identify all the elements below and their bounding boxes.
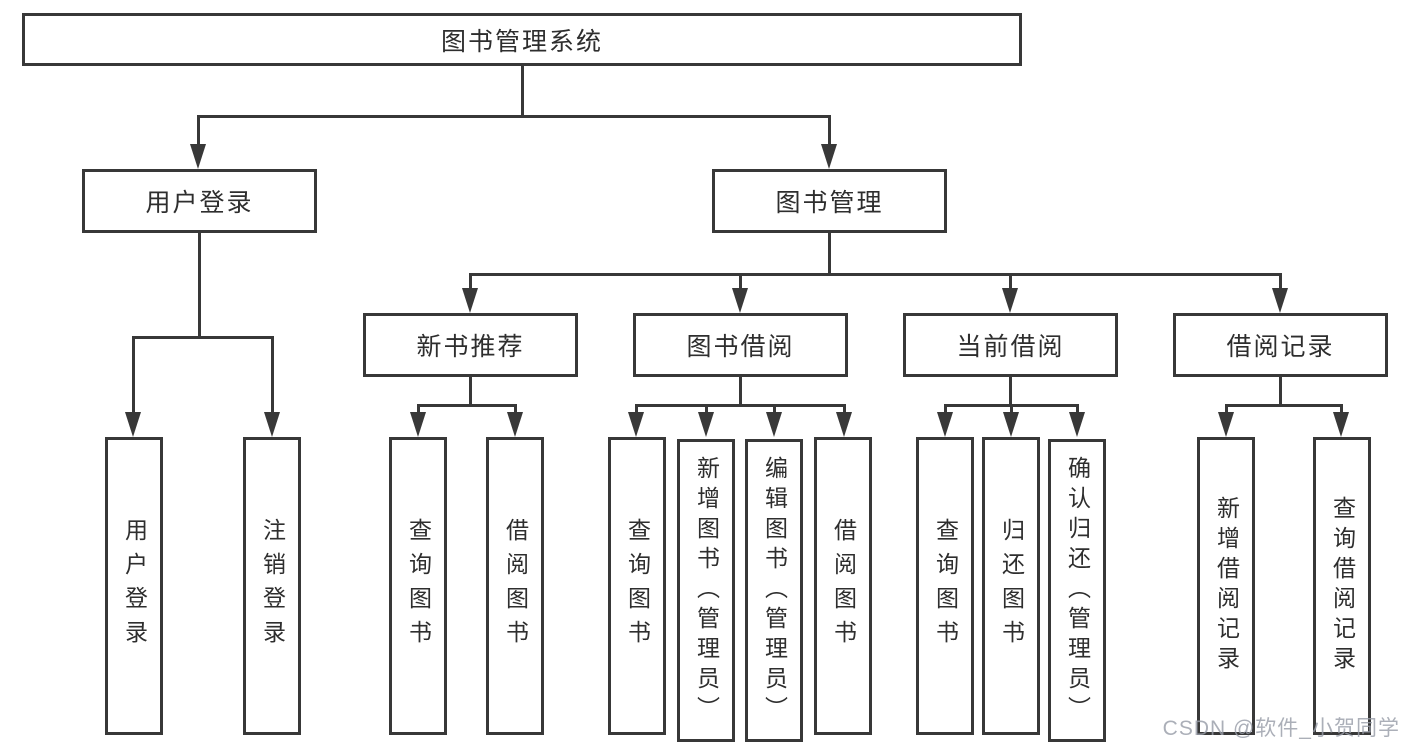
leaf-borrow-borrow-book: 借阅图书 xyxy=(814,437,872,735)
connector-line xyxy=(271,336,274,414)
leaf-borrow-add-book-admin-label: 新增图书（管理员） xyxy=(693,455,720,726)
node-book-mgmt: 图书管理 xyxy=(712,169,947,233)
arrow-down-icon xyxy=(1002,288,1018,313)
leaf-borrow-borrow-book-label: 借阅图书 xyxy=(830,518,857,654)
connector-line xyxy=(828,230,831,275)
leaf-record-add-record: 新增借阅记录 xyxy=(1197,437,1255,735)
leaf-logout: 注销登录 xyxy=(243,437,301,735)
arrow-down-icon xyxy=(698,412,714,437)
arrow-down-icon xyxy=(264,412,280,437)
connector-line xyxy=(132,336,274,339)
connector-line xyxy=(469,273,472,291)
node-root-label: 图书管理系统 xyxy=(440,27,603,56)
connector-line xyxy=(198,230,201,339)
leaf-borrow-query-book: 查询图书 xyxy=(608,437,666,735)
connector-line xyxy=(739,374,742,407)
arrow-down-icon xyxy=(462,288,478,313)
arrow-down-icon xyxy=(937,412,953,437)
leaf-newbook-borrow-book-label: 借阅图书 xyxy=(502,518,529,654)
connector-line xyxy=(1340,404,1343,415)
arrow-down-icon xyxy=(732,288,748,313)
node-borrow-record: 借阅记录 xyxy=(1173,313,1388,377)
connector-line xyxy=(1076,404,1079,415)
leaf-newbook-borrow-book: 借阅图书 xyxy=(486,437,544,735)
connector-line xyxy=(1009,273,1012,291)
connector-line xyxy=(1279,273,1282,291)
connector-line xyxy=(514,404,517,415)
connector-line xyxy=(521,64,524,117)
arrow-down-icon xyxy=(1069,412,1085,437)
connector-line xyxy=(1279,374,1282,407)
connector-line xyxy=(417,404,420,415)
node-book-borrow: 图书借阅 xyxy=(633,313,848,377)
connector-line xyxy=(1225,404,1343,407)
connector-line xyxy=(469,374,472,407)
connector-line xyxy=(197,115,200,147)
leaf-user-login: 用户登录 xyxy=(105,437,163,735)
arrow-down-icon xyxy=(628,412,644,437)
leaf-record-add-record-label: 新增借阅记录 xyxy=(1213,496,1240,676)
arrow-down-icon xyxy=(507,412,523,437)
connector-line xyxy=(1009,374,1012,407)
arrow-down-icon xyxy=(1218,412,1234,437)
node-root: 图书管理系统 xyxy=(22,13,1022,66)
connector-line xyxy=(944,404,947,415)
node-user-login-label: 用户登录 xyxy=(145,189,254,217)
arrow-down-icon xyxy=(190,144,206,169)
node-user-login: 用户登录 xyxy=(82,169,317,233)
connector-line xyxy=(469,273,1282,276)
arrow-down-icon xyxy=(1003,412,1019,437)
arrow-down-icon xyxy=(1333,412,1349,437)
connector-line xyxy=(739,273,742,291)
leaf-current-return-book-label: 归还图书 xyxy=(998,518,1025,654)
node-current-borrow: 当前借阅 xyxy=(903,313,1118,377)
csdn-watermark: CSDN @软件_小贺同学 xyxy=(1162,717,1400,740)
connector-line xyxy=(635,404,846,407)
connector-line xyxy=(1010,404,1013,415)
connector-line xyxy=(197,115,831,118)
node-book-mgmt-label: 图书管理 xyxy=(775,189,884,217)
leaf-record-query-record: 查询借阅记录 xyxy=(1313,437,1371,735)
leaf-current-query-book-label: 查询图书 xyxy=(932,518,959,654)
leaf-borrow-edit-book-admin-label: 编辑图书（管理员） xyxy=(761,455,788,726)
leaf-newbook-query-book: 查询图书 xyxy=(389,437,447,735)
leaf-current-query-book: 查询图书 xyxy=(916,437,974,735)
leaf-borrow-query-book-label: 查询图书 xyxy=(624,518,651,654)
arrow-down-icon xyxy=(1272,288,1288,313)
leaf-current-confirm-return-admin-label: 确认归还（管理员） xyxy=(1064,455,1091,726)
leaf-borrow-add-book-admin: 新增图书（管理员） xyxy=(677,439,735,742)
connector-line xyxy=(635,404,638,415)
connector-line xyxy=(417,404,517,407)
connector-line xyxy=(132,336,135,414)
arrow-down-icon xyxy=(766,412,782,437)
connector-line xyxy=(828,115,831,147)
node-current-borrow-label: 当前借阅 xyxy=(956,333,1065,361)
leaf-newbook-query-book-label: 查询图书 xyxy=(405,518,432,654)
leaf-user-login-label: 用户登录 xyxy=(121,518,148,654)
connector-line xyxy=(705,404,708,415)
leaf-logout-label: 注销登录 xyxy=(259,518,286,654)
arrow-down-icon xyxy=(821,144,837,169)
arrow-down-icon xyxy=(836,412,852,437)
node-book-borrow-label: 图书借阅 xyxy=(686,333,795,361)
leaf-current-return-book: 归还图书 xyxy=(982,437,1040,735)
connector-line xyxy=(843,404,846,415)
leaf-borrow-edit-book-admin: 编辑图书（管理员） xyxy=(745,439,803,742)
node-new-book-rec: 新书推荐 xyxy=(363,313,578,377)
leaf-record-query-record-label: 查询借阅记录 xyxy=(1329,496,1356,676)
arrow-down-icon xyxy=(125,412,141,437)
leaf-current-confirm-return-admin: 确认归还（管理员） xyxy=(1048,439,1106,742)
node-borrow-record-label: 借阅记录 xyxy=(1226,333,1335,361)
arrow-down-icon xyxy=(410,412,426,437)
node-new-book-rec-label: 新书推荐 xyxy=(416,333,525,361)
connector-line xyxy=(1225,404,1228,415)
connector-line xyxy=(773,404,776,415)
